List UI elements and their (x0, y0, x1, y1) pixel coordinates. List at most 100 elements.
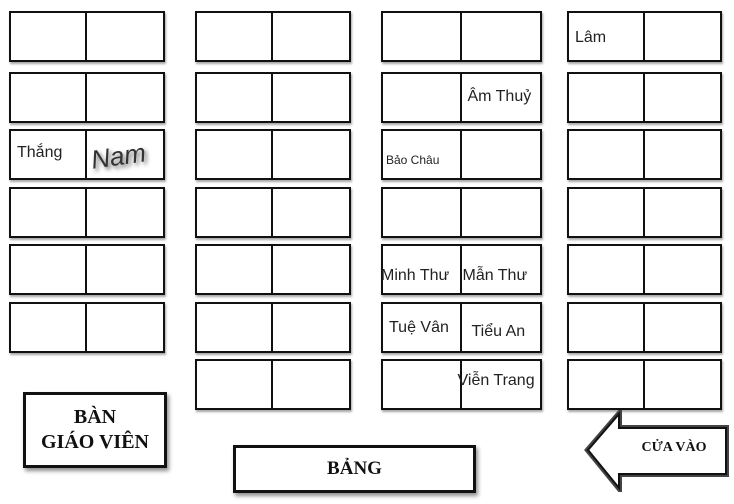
seat-right: Mẫn Thư (462, 246, 541, 293)
seat-right (273, 304, 349, 351)
desk (195, 244, 351, 295)
seat-right (645, 131, 721, 178)
seat-left (11, 304, 87, 351)
student-name: Nam (89, 137, 148, 175)
left-arrow-icon (584, 410, 729, 492)
desk: Lâm (567, 11, 722, 62)
seat-left (383, 74, 462, 121)
seat-left (569, 304, 645, 351)
student-name: Viễn Trang (457, 372, 535, 389)
desk: Thắng Nam (9, 129, 165, 180)
seat-left (383, 13, 462, 60)
seat-left (11, 189, 87, 236)
student-name: Tuệ Vân (389, 319, 449, 336)
seat-right: Nam (87, 131, 163, 178)
seat-right (87, 304, 163, 351)
seat-left (569, 189, 645, 236)
desk (195, 302, 351, 353)
desk (195, 129, 351, 180)
teacher-desk-line2: GIÁO VIÊN (41, 431, 149, 453)
seat-left: Minh Thư (381, 246, 462, 293)
seat-left: Bảo Châu (383, 131, 462, 178)
desk (195, 11, 351, 62)
seat-right (273, 131, 349, 178)
desk (9, 302, 165, 353)
seat-right (645, 13, 721, 60)
student-name: Lâm (575, 29, 607, 46)
seat-right (273, 361, 349, 408)
desk (567, 302, 722, 353)
entrance-label: CỬA VÀO (641, 440, 707, 455)
seat-right (273, 189, 349, 236)
seat-right (273, 246, 349, 293)
student-name: Thắng (17, 144, 63, 161)
student-name: Mẫn Thư (462, 267, 528, 284)
desk (9, 187, 165, 238)
desk: Minh Thư Mẫn Thư (381, 244, 542, 295)
desk (567, 244, 722, 295)
seat-left (197, 304, 273, 351)
seat-left: Thắng (11, 131, 87, 178)
board-label: BẢNG (327, 458, 382, 479)
seat-right: Tiểu An (462, 304, 541, 351)
seat-left (383, 189, 462, 236)
seat-left (11, 246, 87, 293)
teacher-desk-label: BÀN GIÁO VIÊN (41, 405, 149, 455)
student-name: Minh Thư (381, 267, 450, 284)
seat-left (197, 131, 273, 178)
seat-right (87, 74, 163, 121)
desk (195, 72, 351, 123)
seat-left (569, 361, 645, 408)
seat-right (645, 189, 721, 236)
desk (567, 187, 722, 238)
desk (567, 129, 722, 180)
desk (195, 187, 351, 238)
seat-right (87, 189, 163, 236)
seat-right (462, 13, 541, 60)
seat-left (197, 246, 273, 293)
seat-left (569, 74, 645, 121)
seat-right: Âm Thuỷ (462, 74, 541, 121)
seat-right (645, 246, 721, 293)
desk (567, 72, 722, 123)
seat-right (273, 74, 349, 121)
seat-right: Viễn Trang (458, 361, 541, 408)
seat-right (87, 13, 163, 60)
desk (567, 359, 722, 410)
seat-left (197, 13, 273, 60)
teacher-desk: BÀN GIÁO VIÊN (23, 392, 167, 468)
student-name: Âm Thuỷ (467, 88, 532, 105)
desk: Viễn Trang (381, 359, 542, 410)
seat-left (11, 74, 87, 121)
seat-right (462, 131, 541, 178)
desk (381, 11, 542, 62)
seat-right (462, 189, 541, 236)
student-name: Bảo Châu (386, 153, 440, 167)
student-name: Tiểu An (471, 323, 526, 340)
seat-left (569, 131, 645, 178)
seat-right (273, 13, 349, 60)
desk (381, 187, 542, 238)
desk (9, 72, 165, 123)
seat-left (383, 361, 462, 408)
seat-left (197, 361, 273, 408)
board: BẢNG (233, 445, 476, 493)
seat-right (645, 361, 721, 408)
desk: Âm Thuỷ (381, 72, 542, 123)
seat-left (197, 189, 273, 236)
seat-left: Lâm (569, 13, 645, 60)
seat-left (11, 13, 87, 60)
teacher-desk-line1: BÀN (73, 406, 117, 428)
seat-left: Tuệ Vân (383, 304, 462, 351)
seat-right (645, 304, 721, 351)
desk (9, 244, 165, 295)
seat-right (87, 246, 163, 293)
seat-left (197, 74, 273, 121)
seat-right (645, 74, 721, 121)
seat-left (569, 246, 645, 293)
desk: Bảo Châu (381, 129, 542, 180)
desk (195, 359, 351, 410)
entrance-arrow: CỬA VÀO (584, 410, 730, 492)
desk: Tuệ Vân Tiểu An (381, 302, 542, 353)
